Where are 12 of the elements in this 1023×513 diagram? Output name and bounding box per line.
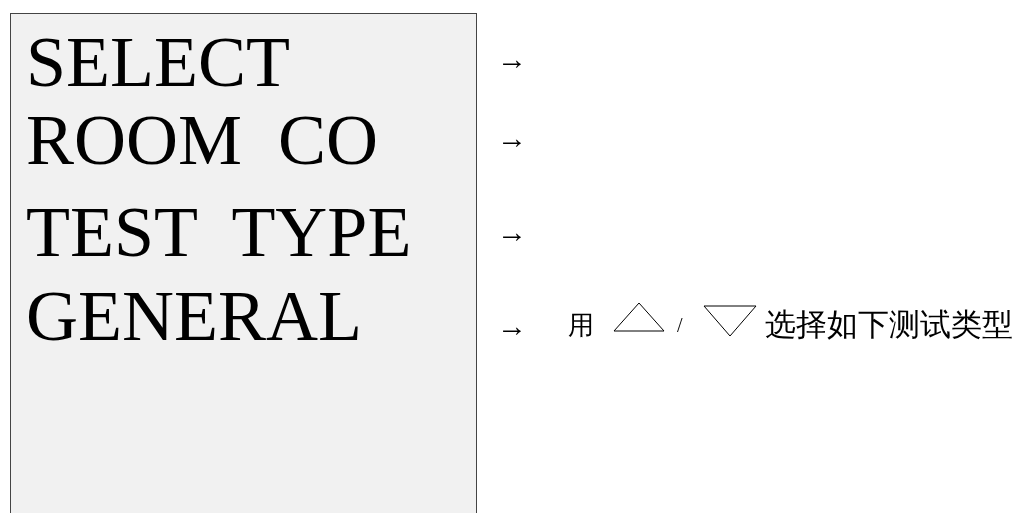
display-text: ROOM CO [26, 104, 379, 176]
arrow-symbol: → [497, 42, 527, 76]
arrow-symbol: → [497, 121, 527, 155]
display-text: GENERAL [26, 280, 362, 352]
arrow-symbol: → [497, 215, 527, 249]
display-text: TEST TYPE [26, 196, 412, 268]
arrow-symbol: → [497, 309, 527, 343]
display-panel [10, 13, 477, 513]
instruction-text: 用 [568, 311, 594, 341]
display-text: SELECT [26, 26, 290, 98]
instruction-text: 选择如下测试类型 [765, 307, 1013, 342]
slash-text: / [677, 313, 683, 337]
